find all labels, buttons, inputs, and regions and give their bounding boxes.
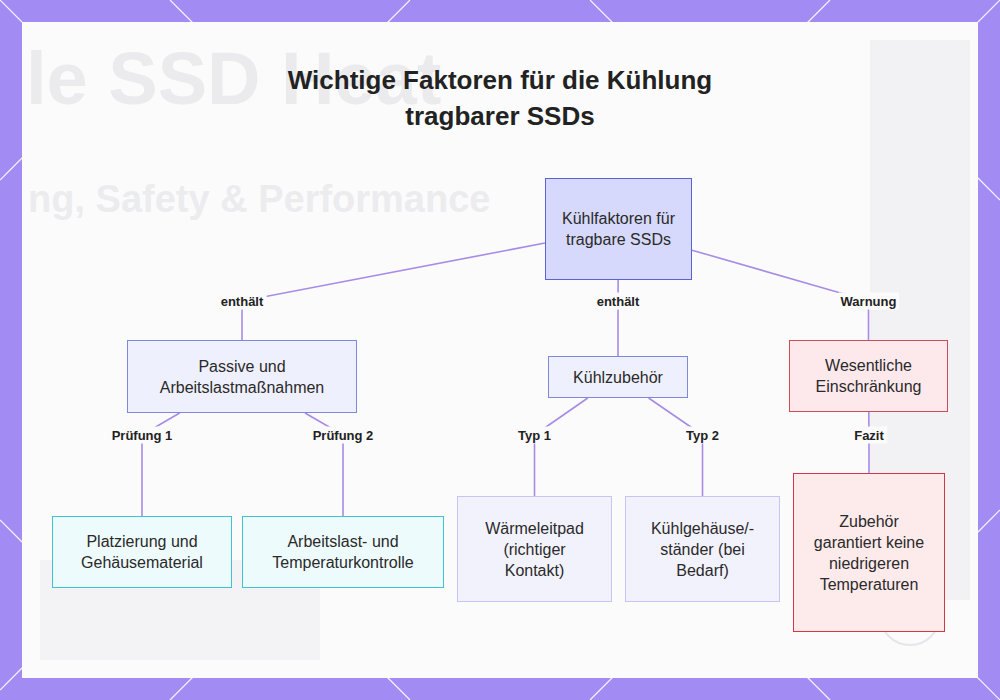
type-box: Wärmeleitpad (richtiger Kontakt): [457, 496, 612, 602]
edge-label: Typ 2: [683, 427, 722, 444]
connector-line: [535, 398, 588, 496]
edge-label: enthält: [218, 293, 267, 310]
node-text-group: Passive und Arbeitslastmaßnahmen: [144, 356, 340, 398]
edge-label: Fazit: [851, 427, 887, 444]
node-text: Kühlgehäuse/-ständer (bei Bedarf): [642, 518, 763, 581]
content-card: [22, 22, 978, 678]
node-text: Wärmeleitpad (richtiger Kontakt): [474, 518, 595, 581]
edge-label: Warnung: [838, 293, 900, 310]
node-text-group: Wesentliche Einschränkung: [806, 355, 931, 397]
node-text: Passive und Arbeitslastmaßnahmen: [144, 356, 340, 398]
connector-line: [617, 280, 619, 356]
node-text-group: Platzierung und Gehäusematerial: [69, 531, 215, 573]
node-text-group: Zubehör garantiert keine niedrigeren Tem…: [810, 511, 928, 595]
node-text: Kühlfaktoren für tragbare SSDs: [562, 208, 675, 250]
node-text: Kühlzubehör: [573, 367, 663, 388]
type-box: Kühlgehäuse/-ständer (bei Bedarf): [625, 496, 780, 602]
node-text: Platzierung und Gehäusematerial: [69, 531, 215, 573]
check-box: Arbeitslast- und Temperaturkontrolle: [242, 516, 444, 588]
edge-label: Prüfung 1: [109, 427, 176, 444]
node-text-group: Wärmeleitpad (richtiger Kontakt): [474, 518, 595, 581]
conclusion-box: Zubehör garantiert keine niedrigeren Tem…: [793, 473, 945, 632]
node-text: Arbeitslast- und Temperaturkontrolle: [259, 531, 427, 573]
node-text-group: Kühlzubehör: [573, 367, 663, 388]
connector-line: [242, 243, 545, 340]
node-text: Zubehör garantiert keine niedrigeren Tem…: [810, 511, 928, 595]
connector-line: [649, 398, 703, 496]
node-text: Wesentliche Einschränkung: [806, 355, 931, 397]
node-text-group: Kühlgehäuse/-ständer (bei Bedarf): [642, 518, 763, 581]
edge-label: enthält: [594, 293, 643, 310]
edge-label: Typ 1: [515, 427, 554, 444]
watermark-text: ng, Safety & Performance: [28, 178, 490, 221]
category-box: Kühlzubehör: [548, 356, 688, 398]
node-text-group: Kühlfaktoren für tragbare SSDs: [562, 208, 675, 250]
check-box: Platzierung und Gehäusematerial: [52, 516, 232, 588]
category-box: Passive und Arbeitslastmaßnahmen: [127, 340, 357, 413]
warning-box: Wesentliche Einschränkung: [789, 340, 948, 412]
node-text-group: Arbeitslast- und Temperaturkontrolle: [259, 531, 427, 573]
edge-label: Prüfung 2: [310, 427, 377, 444]
diagram-title: Wichtige Faktoren für die Kühlung tragba…: [250, 62, 750, 134]
root-box: Kühlfaktoren für tragbare SSDs: [545, 178, 692, 280]
